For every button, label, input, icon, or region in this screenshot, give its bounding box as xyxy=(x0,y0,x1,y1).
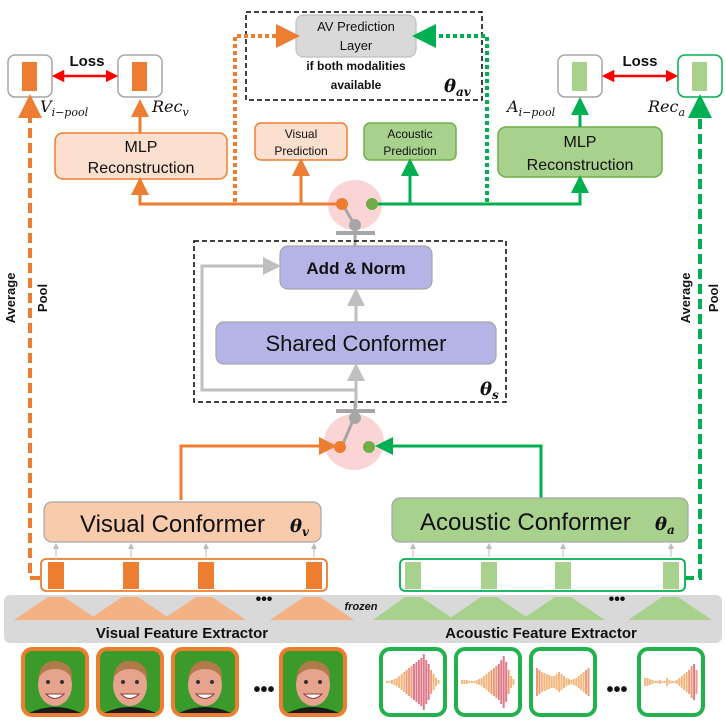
acoustic-output-branch xyxy=(371,175,589,206)
acoustic-to-av-dotted xyxy=(412,24,489,202)
shared-conformer-label: Shared Conformer xyxy=(266,331,447,356)
visual-mlp-line2: Reconstruction xyxy=(88,160,195,177)
upper-switch-acoustic-node[interactable] xyxy=(366,198,378,210)
right-pool-line2: Pool xyxy=(706,284,721,312)
v-i-pool-label: Vi−pool xyxy=(40,97,89,119)
visual-loss-label: Loss xyxy=(69,53,104,70)
acoustic-average-pool-path xyxy=(684,94,712,580)
right-pool-line1: Average xyxy=(678,273,693,324)
theta-s-label: θs xyxy=(480,379,499,402)
waveform-n xyxy=(637,647,705,717)
acoustic-mlp-line1: MLP xyxy=(564,134,597,151)
lower-switch-visual-node[interactable] xyxy=(334,441,346,453)
acoustic-extractor-label: Acoustic Feature Extractor xyxy=(445,625,637,642)
face-frame-3 xyxy=(171,647,239,717)
a-pool-feature xyxy=(572,62,587,91)
av-note-line2: available xyxy=(331,78,382,92)
visual-prediction-line1: Visual xyxy=(285,127,317,141)
theta-v-label: θv xyxy=(290,516,310,539)
waveform-2 xyxy=(454,647,522,717)
add-norm-label: Add & Norm xyxy=(306,259,405,278)
face-frame-n xyxy=(279,647,347,717)
acoustic-prediction-line2: Prediction xyxy=(383,144,436,158)
visual-input-frames xyxy=(21,647,347,717)
acoustic-extractor-ellipsis: ••• xyxy=(609,591,626,608)
left-pool-line2: Pool xyxy=(35,284,50,312)
residual-connection xyxy=(200,257,356,392)
acoustic-feature-sequence xyxy=(399,558,686,592)
shared-param-box xyxy=(193,240,507,403)
lower-switch-acoustic-node[interactable] xyxy=(363,441,375,453)
visual-mlp-line1: MLP xyxy=(125,139,158,156)
visual-extractor-kernels xyxy=(14,597,354,620)
upper-switch-pivot xyxy=(349,219,361,231)
a-i-pool-label: Ai−pool xyxy=(505,97,556,119)
visual-average-pool-path xyxy=(18,94,42,580)
face-frame-2 xyxy=(96,647,164,717)
rec-a-label: Reca xyxy=(647,97,685,119)
visual-conformer[interactable] xyxy=(43,501,322,543)
visual-token xyxy=(306,562,322,589)
theta-av-label: θav xyxy=(444,76,472,99)
visual-output-branch xyxy=(131,177,341,206)
acoustic-extractor-kernels xyxy=(373,597,712,620)
acoustic-encoder-output xyxy=(375,437,543,500)
av-param-box xyxy=(245,11,483,101)
visual-input-ellipsis: ••• xyxy=(253,679,274,701)
acoustic-token xyxy=(555,562,571,589)
visual-token-arrows xyxy=(53,543,317,557)
visual-conformer-label: Visual Conformer xyxy=(80,511,265,538)
visual-feature-sequence xyxy=(40,558,328,592)
audio-input-frames xyxy=(379,647,705,717)
visual-token xyxy=(198,562,214,589)
lower-switch-pivot xyxy=(349,412,361,424)
waveform-1 xyxy=(379,647,447,717)
visual-token xyxy=(123,562,139,589)
audio-input-ellipsis: ••• xyxy=(606,679,627,701)
rec-a-feature xyxy=(692,62,707,91)
av-note-line1: if both modalities xyxy=(306,59,406,73)
theta-a-label: θa xyxy=(655,514,675,537)
acoustic-conformer[interactable] xyxy=(391,497,689,543)
left-pool-line1: Average xyxy=(3,273,18,324)
acoustic-token xyxy=(405,562,421,589)
face-frame-1 xyxy=(21,647,89,717)
visual-token xyxy=(48,562,64,589)
acoustic-loss-label: Loss xyxy=(622,53,657,70)
acoustic-token-arrows xyxy=(410,543,674,557)
acoustic-mlp-line2: Reconstruction xyxy=(527,157,634,174)
visual-extractor-label: Visual Feature Extractor xyxy=(96,625,268,642)
rec-v-label: Recv xyxy=(151,97,189,119)
visual-prediction-line2: Prediction xyxy=(274,144,327,158)
visual-encoder-output xyxy=(179,437,337,500)
input-switch-bg xyxy=(324,414,384,470)
visual-to-av-dotted xyxy=(233,24,300,202)
acoustic-token xyxy=(481,562,497,589)
av-layer-line1: AV Prediction xyxy=(317,19,395,34)
acoustic-conformer-label: Acoustic Conformer xyxy=(420,509,631,536)
visual-feature-tokens xyxy=(48,562,322,589)
output-switch-bg xyxy=(328,180,382,230)
av-layer-line2: Layer xyxy=(340,38,373,53)
visual-extractor-ellipsis: ••• xyxy=(256,591,273,608)
v-pool-feature xyxy=(22,62,37,91)
frozen-label: frozen xyxy=(345,601,378,613)
upper-switch-visual-node[interactable] xyxy=(336,198,348,210)
rec-v-feature xyxy=(132,62,147,91)
acoustic-token xyxy=(663,562,679,589)
waveform-3 xyxy=(529,647,597,717)
acoustic-prediction-line1: Acoustic xyxy=(387,127,432,141)
acoustic-feature-tokens xyxy=(405,562,679,589)
